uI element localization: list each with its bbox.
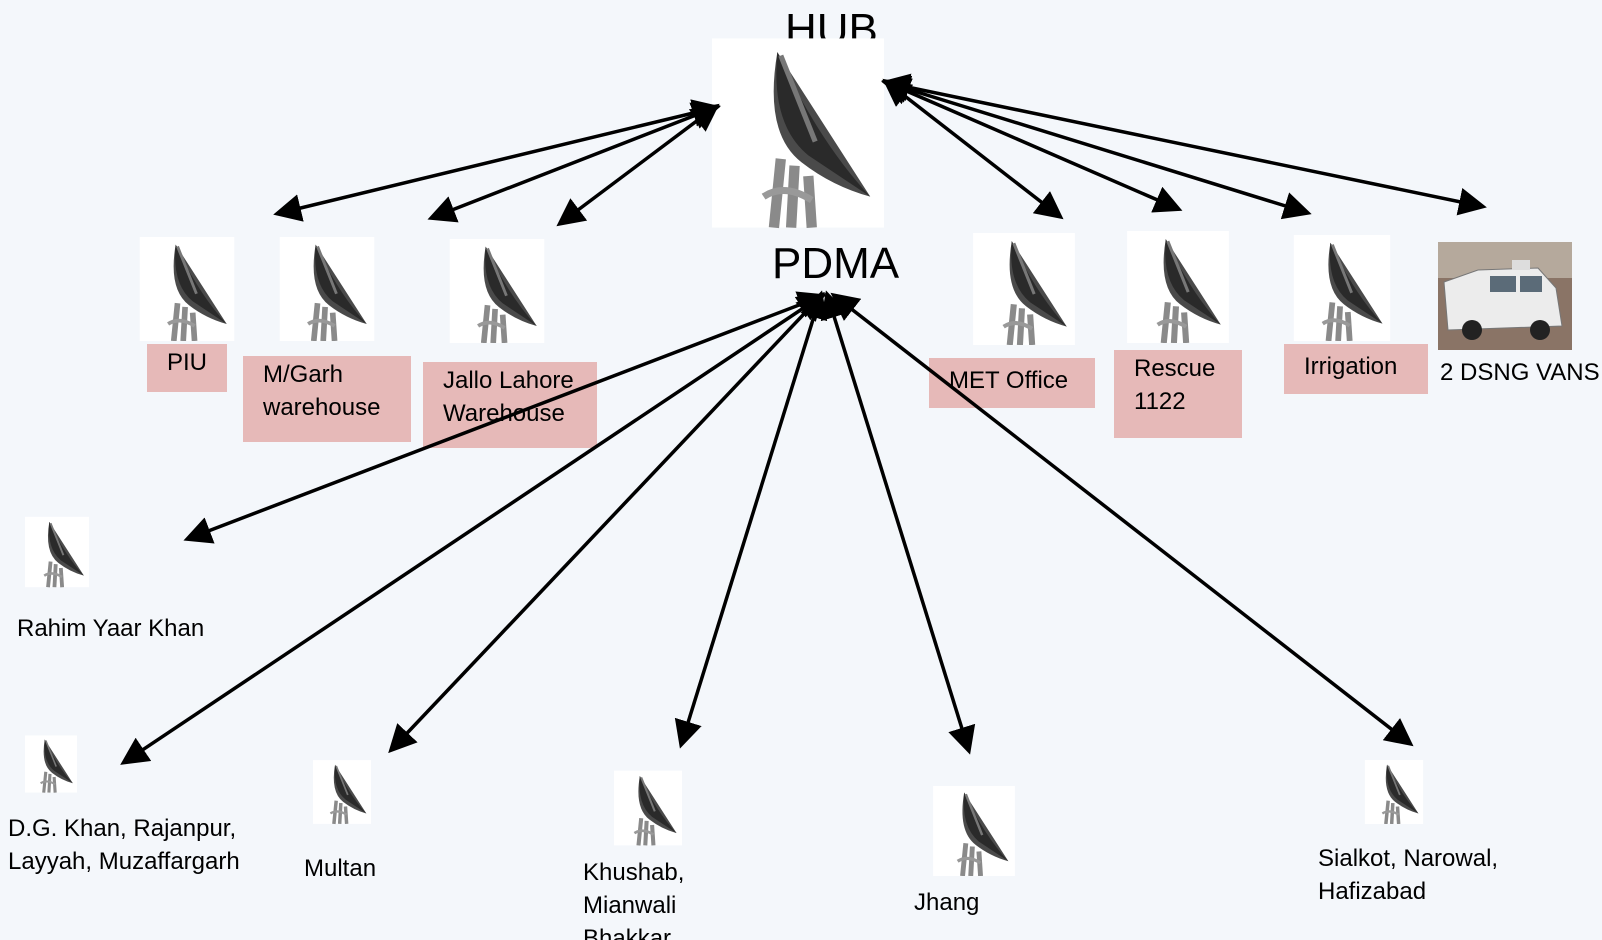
arrow-pdma-khushab	[674, 290, 828, 749]
node-label-irrigation: Irrigation	[1284, 344, 1428, 394]
node-label-jallo-lahore-warehouse: Jallo Lahore Warehouse	[423, 362, 597, 448]
arrow-hub-vans	[881, 73, 1487, 216]
node-label-rahim-yaar-khan: Rahim Yaar Khan	[17, 615, 205, 642]
node-label-rescue-1122: Rescue 1122	[1114, 350, 1242, 438]
van-icon	[1438, 242, 1572, 350]
node-label-met-office: MET Office	[929, 358, 1095, 408]
satellite-dish-icon	[614, 770, 682, 846]
satellite-dish-icon	[1127, 231, 1229, 343]
satellite-dish-icon	[276, 237, 378, 341]
satellite-dish-icon	[25, 722, 77, 806]
arrow-hub-piu	[273, 99, 721, 222]
satellite-dish-icon	[1291, 235, 1393, 341]
satellite-dish-icon	[933, 786, 1015, 876]
node-label-dsng-vans: 2 DSNG VANS	[1440, 359, 1600, 386]
arrow-hub-mgarh	[427, 102, 721, 223]
satellite-dish-icon	[973, 233, 1075, 345]
arrow-hub-rescue	[881, 78, 1183, 213]
satellite-dish-icon	[136, 237, 238, 341]
satellite-dish-icon	[712, 30, 884, 236]
node-label-sialkot-group: Sialkot, Narowal, Hafizabad	[1318, 845, 1499, 905]
arrow-hub-met	[882, 78, 1064, 220]
arrow-hub-jallo	[556, 103, 720, 227]
node-label-mgarh-warehouse: M/Garh warehouse	[243, 356, 411, 442]
arrow-hub-irrigation	[881, 75, 1312, 220]
node-label-khushab-group: Khushab, Mianwali Bhakkar	[583, 859, 685, 940]
satellite-dish-icon	[25, 500, 89, 604]
node-label-jhang: Jhang	[914, 889, 980, 916]
satellite-dish-icon	[446, 239, 548, 343]
pdma-title: PDMA	[772, 239, 900, 288]
satellite-dish-icon	[1358, 760, 1430, 824]
satellite-dish-icon	[313, 743, 371, 841]
node-label-multan: Multan	[304, 855, 377, 882]
node-label-dg-khan-group: D.G. Khan, Rajanpur, Layyah, Muzaffargar…	[8, 815, 240, 875]
node-label-piu: PIU	[147, 344, 227, 392]
